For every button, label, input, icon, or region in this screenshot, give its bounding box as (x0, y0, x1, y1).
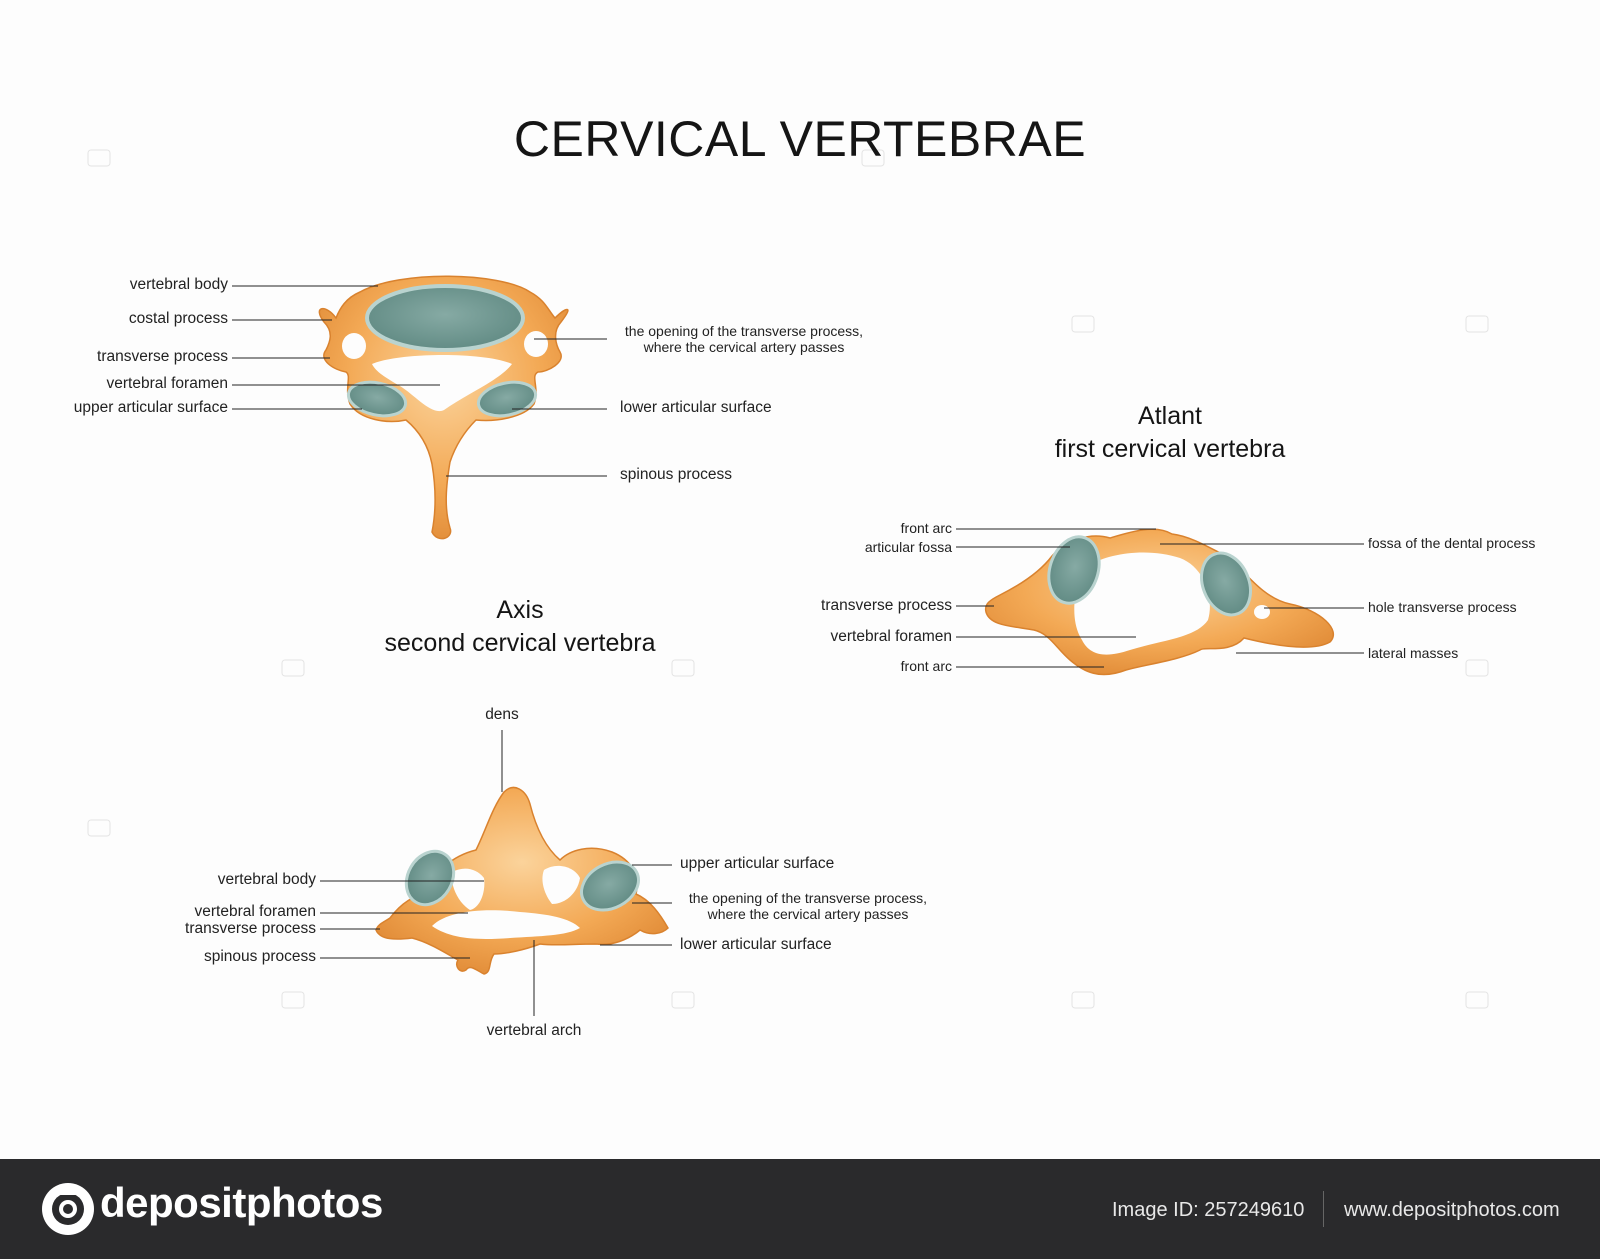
label-axis-vertebral-foramen: vertebral foramen (194, 903, 316, 920)
axis-heading-line-1: Axis (496, 596, 544, 624)
label-upper-articular-surface: upper articular surface (73, 399, 228, 416)
label-atlant-front-arc-top: front arc (900, 520, 952, 536)
label-axis-opening-line-2: where the cervical artery passes (707, 906, 909, 923)
label-atlant-articular-fossa: articular fossa (864, 539, 952, 555)
atlant-heading-line-1: Atlant (1138, 402, 1202, 430)
label-axis-spinous-process: spinous process (203, 948, 316, 965)
label-transverse-process: transverse process (97, 348, 228, 365)
illustration (87, 149, 1489, 1016)
typical-vertebra-drawing (232, 275, 607, 540)
label-axis-lower-articular: lower articular surface (680, 936, 832, 953)
atlas-drawing (956, 528, 1364, 676)
vertebral-foramen-hole (372, 355, 512, 412)
axis-heading: Axis second cervical vertebra (330, 594, 710, 659)
atlant-heading-line-2: first cervical vertebra (1054, 434, 1286, 463)
label-atlant-lateral-masses: lateral masses (1368, 645, 1459, 661)
label-spinous-process: spinous process (620, 466, 733, 483)
label-atlant-hole-transverse: hole transverse process (1368, 599, 1517, 615)
brand-logo[interactable]: depositphotos (100, 1179, 383, 1226)
axis-foramen (432, 910, 580, 939)
axis-drawing (320, 730, 672, 1016)
axis-gap-left (451, 868, 485, 910)
label-axis-opening-transverse: the opening of the transverse process, w… (676, 890, 940, 922)
label-opening-line-2: where the cervical artery passes (643, 339, 845, 356)
label-lower-articular-surface: lower articular surface (620, 399, 772, 416)
atlant-heading: Atlant first cervical vertebra (980, 400, 1360, 465)
vertebral-body-surface (365, 284, 525, 352)
watermark-pattern (87, 149, 1489, 1009)
label-axis-vertebral-arch: vertebral arch (486, 1022, 582, 1039)
transverse-opening-right (524, 331, 548, 357)
axis-upper-articular-right (580, 860, 640, 912)
label-costal-process: costal process (128, 310, 228, 327)
upper-articular-left (346, 380, 408, 418)
label-axis-upper-articular: upper articular surface (680, 855, 835, 872)
page-title: CERVICAL VERTEBRAE (513, 111, 1087, 167)
typical-leader-lines (232, 285, 607, 477)
axis-gap-right (542, 865, 580, 904)
label-opening-line-1: the opening of the transverse process, (624, 323, 864, 339)
label-atlant-front-arc-bottom: front arc (900, 658, 952, 674)
footer-divider (1323, 1191, 1324, 1227)
label-atlant-transverse-process: transverse process (821, 597, 952, 614)
camera-icon (42, 1183, 94, 1235)
atlas-fossa-right (1200, 551, 1252, 617)
lower-articular-right (476, 380, 538, 418)
label-vertebral-foramen: vertebral foramen (106, 375, 228, 392)
label-vertebral-body: vertebral body (129, 276, 228, 293)
label-axis-dens: dens (485, 706, 519, 723)
label-axis-vertebral-body: vertebral body (217, 871, 316, 888)
label-atlant-fossa-dental: fossa of the dental process (1368, 535, 1536, 551)
label-atlant-vertebral-foramen: vertebral foramen (830, 628, 952, 645)
axis-heading-line-2: second cervical vertebra (384, 628, 656, 657)
axis-leader-lines (320, 730, 672, 1016)
label-opening-transverse: the opening of the transverse process, w… (612, 323, 876, 355)
transverse-opening-left (342, 333, 366, 359)
atlas-foramen (1074, 552, 1210, 655)
image-id: Image ID: 257249610 (1112, 1199, 1305, 1221)
label-axis-transverse-process: transverse process (185, 920, 316, 937)
atlas-fossa-left (1047, 535, 1101, 605)
atlas-transverse-hole (1254, 605, 1270, 619)
site-url-link[interactable]: www.depositphotos.com (1344, 1199, 1560, 1221)
label-axis-opening-line-1: the opening of the transverse process, (688, 890, 928, 906)
footer-bar: depositphotos Image ID: 257249610 www.de… (0, 1159, 1600, 1259)
atlas-leader-lines (956, 528, 1364, 668)
axis-upper-articular-left (404, 849, 456, 907)
diagram-canvas: CERVICAL VERTEBRAE vertebral body costal… (73, 111, 1536, 1039)
